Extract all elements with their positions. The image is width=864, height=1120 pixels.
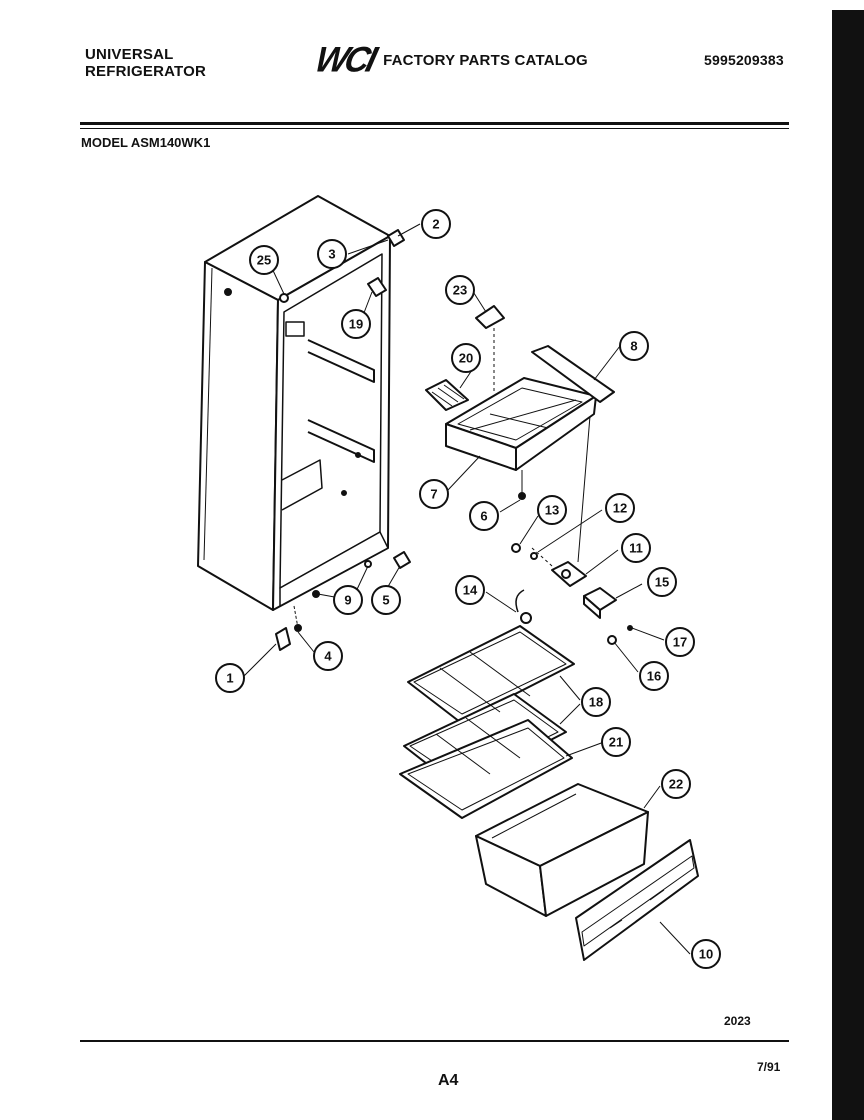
callout-18: 18 — [589, 695, 603, 710]
relay — [583, 587, 617, 619]
model-label: MODEL ASM140WK1 — [81, 135, 211, 150]
scan-border — [832, 10, 864, 1120]
latch — [475, 305, 505, 329]
shelves — [399, 625, 575, 819]
callout-8: 8 — [630, 339, 637, 354]
callout-22: 22 — [669, 777, 683, 792]
callout-13: 13 — [545, 503, 559, 518]
callout-25: 25 — [257, 253, 271, 268]
callout-11: 11 — [629, 541, 643, 556]
brand-block: UNIVERSAL REFRIGERATOR — [85, 46, 206, 80]
callout-21: 21 — [609, 735, 623, 750]
header-rule-thick — [80, 122, 789, 125]
callout-2: 2 — [432, 217, 439, 232]
callout-6: 6 — [480, 509, 487, 524]
callout-14: 14 — [463, 583, 478, 598]
callout-circles — [215, 209, 721, 969]
callout-7: 7 — [430, 487, 437, 502]
crisper-drawer — [475, 783, 649, 917]
drawing-code: 2023 — [724, 1014, 751, 1028]
callout-3: 3 — [328, 247, 335, 262]
brand-line-2: REFRIGERATOR — [85, 63, 207, 80]
header-rule-thin — [80, 128, 789, 129]
brand-line-1: UNIVERSAL — [85, 46, 174, 63]
control-housing — [531, 415, 591, 587]
callout-16: 16 — [647, 669, 661, 684]
catalog-heading: WCI FACTORY PARTS CATALOG — [311, 40, 588, 80]
catalog-number: 5995209383 — [704, 52, 784, 68]
screw-part — [279, 293, 289, 303]
freezer-compartment — [445, 377, 597, 471]
callout-23: 23 — [453, 283, 467, 298]
drawer-front — [575, 839, 699, 961]
callout-4: 4 — [324, 649, 332, 664]
cabinet — [197, 195, 391, 611]
callout-5: 5 — [382, 593, 389, 608]
callout-9: 9 — [344, 593, 351, 608]
rail-bracket — [531, 345, 615, 403]
footer-rule — [80, 1040, 789, 1042]
callout-12: 12 — [613, 501, 627, 516]
callout-15: 15 — [655, 575, 669, 590]
ice-tray — [425, 379, 469, 411]
catalog-title: FACTORY PARTS CATALOG — [383, 51, 588, 69]
revision-date: 7/91 — [757, 1060, 781, 1074]
page-number: A4 — [438, 1072, 459, 1089]
light-socket — [515, 589, 525, 613]
callout-20: 20 — [459, 351, 473, 366]
callout-19: 19 — [349, 317, 363, 332]
callout-1: 1 — [226, 671, 233, 686]
callout-10: 10 — [699, 947, 713, 962]
callout-17: 17 — [673, 635, 687, 650]
